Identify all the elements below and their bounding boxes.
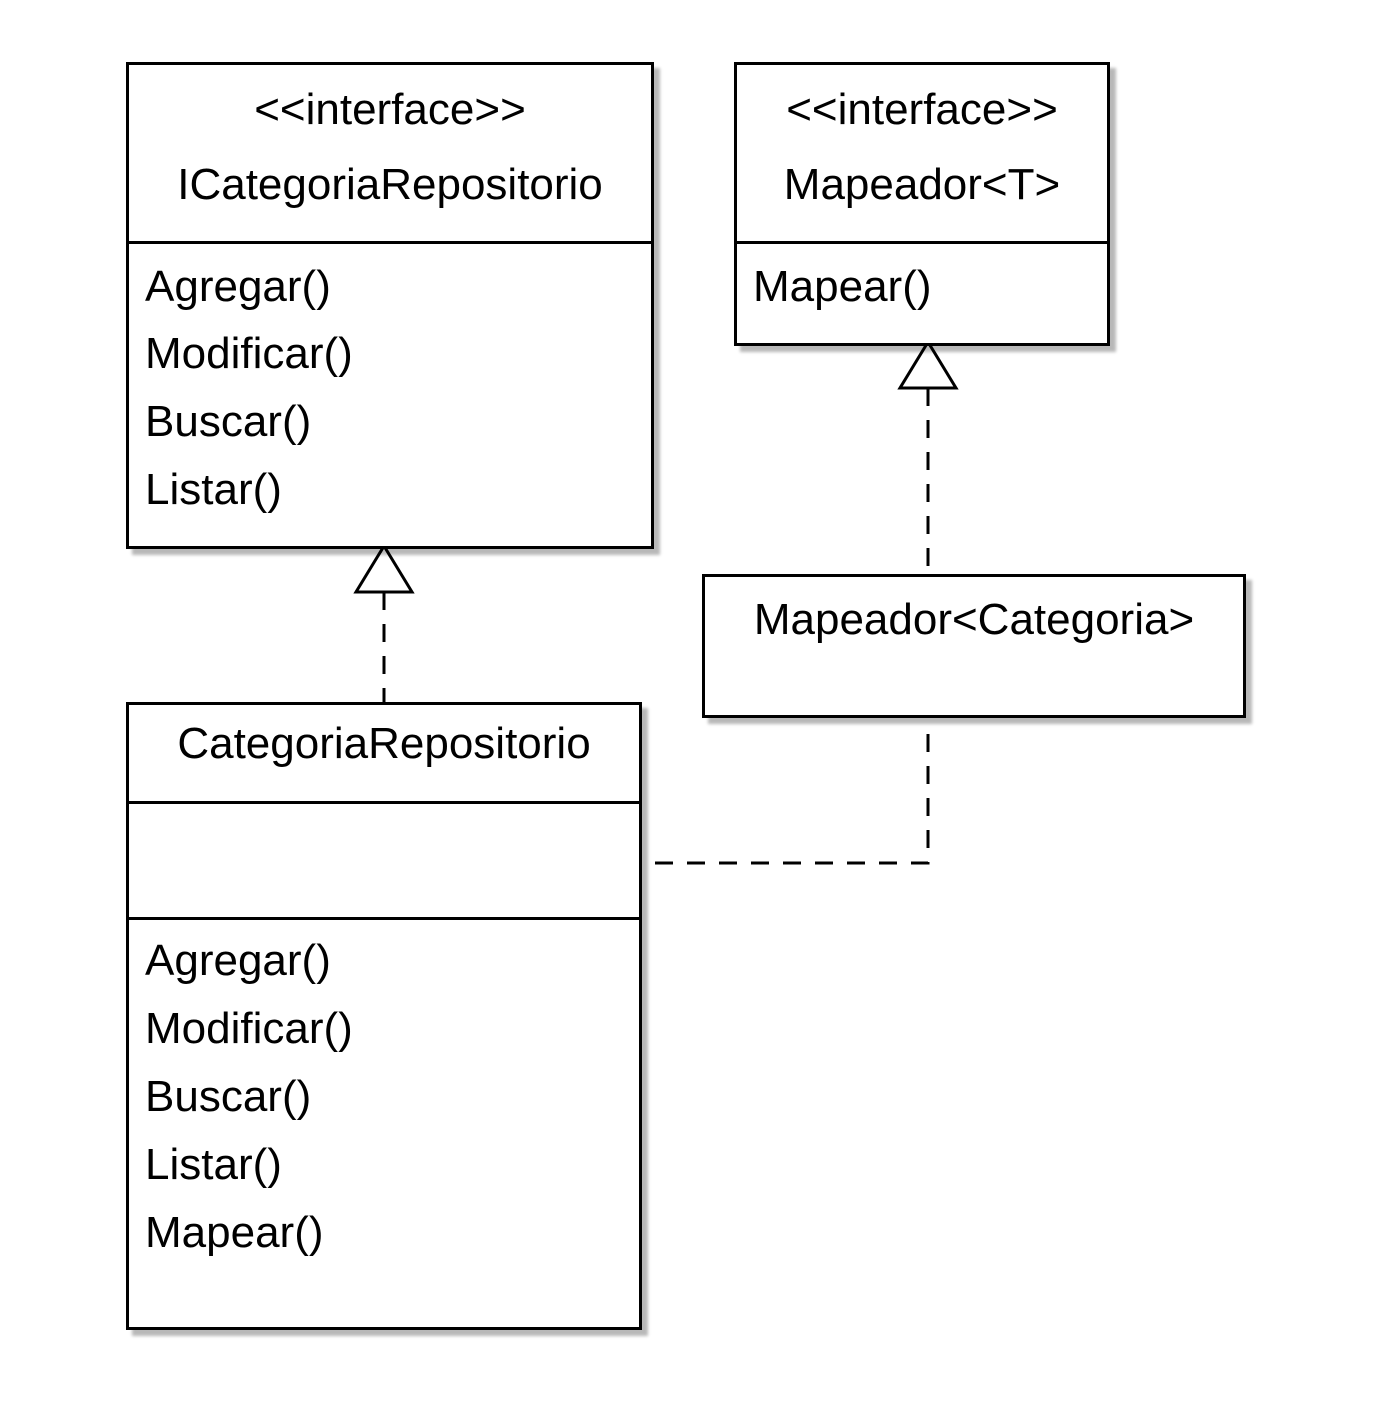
class-name: Mapeador<T>: [783, 160, 1061, 209]
compartment-divider: [737, 241, 1107, 244]
compartment-divider: [129, 801, 639, 804]
operation: Listar(): [145, 465, 282, 514]
operation: Agregar(): [145, 936, 331, 985]
stereotype-label: <<interface>>: [786, 85, 1058, 134]
stereotype-label: <<interface>>: [254, 85, 526, 134]
compartment-divider: [129, 241, 651, 244]
operation: Listar(): [145, 1140, 282, 1189]
operation: Buscar(): [145, 1072, 312, 1121]
operation: Agregar(): [145, 262, 331, 311]
class-name: CategoriaRepositorio: [177, 719, 591, 768]
operation: Mapear(): [145, 1208, 324, 1257]
realization-arrowhead-icategoria: [353, 543, 415, 594]
operation: Buscar(): [145, 397, 312, 446]
class-name: Mapeador<Categoria>: [753, 595, 1195, 644]
operation: Modificar(): [145, 329, 353, 378]
class-name: ICategoriaRepositorio: [177, 160, 603, 209]
dependency-line-mapeador-categoria: [636, 734, 930, 865]
class-icategoriarepositorio[interactable]: <<interface>> ICategoriaRepositorio Agre…: [126, 62, 654, 549]
compartment-divider: [129, 917, 639, 920]
operation: Mapear(): [753, 262, 932, 311]
class-categoriarepositorio[interactable]: CategoriaRepositorio Agregar() Modificar…: [126, 702, 642, 1330]
class-mapeador-t[interactable]: <<interface>> Mapeador<T> Mapear(): [734, 62, 1110, 346]
class-mapeador-categoria[interactable]: Mapeador<Categoria>: [702, 574, 1246, 718]
operation: Modificar(): [145, 1004, 353, 1053]
realization-arrowhead-mapeador: [897, 339, 959, 390]
